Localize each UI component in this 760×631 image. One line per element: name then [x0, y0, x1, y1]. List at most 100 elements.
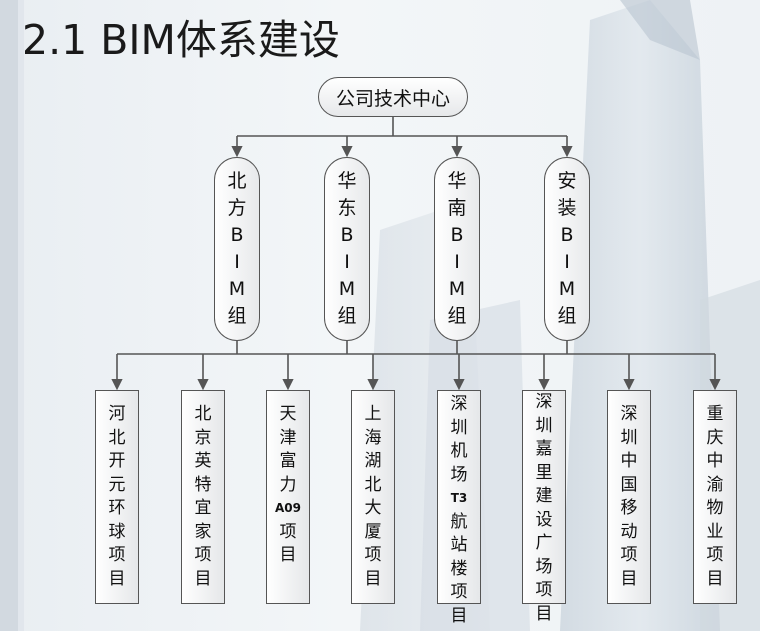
project-char: 环 — [108, 498, 126, 518]
project-char: 物 — [706, 498, 724, 518]
project-char: 大 — [364, 498, 382, 518]
group-char: 安 — [557, 170, 577, 192]
project-char: 目 — [535, 603, 553, 624]
project-char: 项 — [364, 545, 382, 565]
group-char: B — [560, 224, 574, 246]
project-char: 圳 — [450, 417, 468, 438]
project-char: 项 — [450, 582, 468, 602]
project-char: 目 — [279, 545, 297, 565]
group-char: I — [454, 251, 460, 273]
project-node: 河 北 开 元 环 球 项 目 — [95, 390, 139, 604]
project-char: 北 — [364, 474, 382, 495]
group-char: I — [234, 251, 240, 273]
group-char: I — [344, 251, 350, 273]
project-char: 楼 — [450, 558, 468, 579]
project-char: 海 — [364, 427, 382, 448]
project-char: 业 — [706, 521, 724, 542]
project-char: 中 — [620, 451, 638, 471]
project-char: 目 — [450, 605, 468, 626]
project-char: 设 — [535, 509, 553, 530]
project-char: 深 — [535, 392, 553, 412]
project-char: 宜 — [194, 498, 212, 518]
group-char: I — [564, 251, 570, 273]
project-code: T3 — [450, 491, 468, 505]
project-char: 圳 — [535, 415, 553, 436]
project-char: 动 — [620, 521, 638, 542]
project-char: 家 — [194, 521, 212, 542]
project-char: 机 — [450, 441, 468, 461]
project-node: 上 海 湖 北 大 厦 项 目 — [351, 390, 395, 604]
project-char: 深 — [620, 404, 638, 424]
project-char: 湖 — [364, 451, 382, 471]
project-char: 场 — [535, 556, 553, 577]
project-char: 场 — [450, 464, 468, 485]
project-char: 目 — [706, 568, 724, 589]
group-char: M — [228, 278, 246, 300]
project-char: 目 — [108, 568, 126, 589]
project-char: 中 — [706, 451, 724, 471]
project-char: 厦 — [364, 521, 382, 542]
project-char: 力 — [279, 474, 297, 495]
project-node: 深 圳 机 场 T3 航 站 楼 项 目 — [437, 390, 481, 626]
group-char: M — [448, 278, 466, 300]
group-char: M — [338, 278, 356, 300]
project-node: 重 庆 中 渝 物 业 项 目 — [693, 390, 737, 604]
project-char: 重 — [706, 404, 724, 424]
project-char: 上 — [364, 404, 382, 424]
project-char: 北 — [108, 427, 126, 448]
project-char: 站 — [450, 535, 468, 555]
group-node: 华 东 B I M 组 — [324, 157, 370, 341]
project-char: 元 — [108, 474, 126, 495]
project-char: 广 — [535, 533, 553, 553]
project-code: A09 — [275, 501, 301, 515]
root-node: 公司技术中心 — [318, 77, 468, 117]
group-char: B — [230, 224, 244, 246]
project-char: 津 — [279, 427, 297, 448]
project-char: 项 — [620, 545, 638, 565]
group-char: 组 — [337, 305, 357, 327]
project-char: 目 — [194, 568, 212, 589]
project-char: 京 — [194, 427, 212, 448]
group-char: 组 — [227, 305, 247, 327]
project-char: 项 — [194, 545, 212, 565]
project-char: 深 — [450, 394, 468, 414]
project-char: 里 — [535, 462, 553, 483]
project-char: 富 — [279, 451, 297, 471]
project-char: 项 — [279, 521, 297, 542]
project-char: 目 — [364, 568, 382, 589]
group-char: 华 — [337, 170, 357, 192]
group-char: 装 — [557, 197, 577, 219]
project-node: 北 京 英 特 宜 家 项 目 — [181, 390, 225, 604]
slide-title: 2.1 BIM体系建设 — [22, 16, 340, 64]
group-char: 南 — [447, 197, 467, 219]
group-char: 组 — [447, 305, 467, 327]
project-char: 项 — [108, 545, 126, 565]
project-char: 嘉 — [535, 439, 553, 459]
group-char: M — [558, 278, 576, 300]
project-char: 航 — [450, 511, 468, 532]
group-node: 北 方 B I M 组 — [214, 157, 260, 341]
project-node: 天 津 富 力 A09 项 目 — [266, 390, 310, 604]
group-char: B — [450, 224, 464, 246]
group-node: 安 装 B I M 组 — [544, 157, 590, 341]
project-char: 开 — [108, 451, 126, 471]
project-char: 移 — [620, 498, 638, 518]
project-char: 英 — [194, 451, 212, 471]
project-char: 目 — [620, 568, 638, 589]
project-char: 北 — [194, 404, 212, 424]
project-char: 特 — [194, 474, 212, 495]
project-char: 天 — [279, 404, 297, 424]
group-node: 华 南 B I M 组 — [434, 157, 480, 341]
project-char: 建 — [535, 486, 553, 506]
project-char: 项 — [535, 580, 553, 600]
group-char: 东 — [337, 197, 357, 219]
project-node: 深 圳 嘉 里 建 设 广 场 项 目 — [522, 390, 566, 624]
group-char: 组 — [557, 305, 577, 327]
group-char: 华 — [447, 170, 467, 192]
project-char: 渝 — [706, 474, 724, 495]
project-char: 项 — [706, 545, 724, 565]
group-char: B — [340, 224, 354, 246]
project-char: 圳 — [620, 427, 638, 448]
project-node: 深 圳 中 国 移 动 项 目 — [607, 390, 651, 604]
